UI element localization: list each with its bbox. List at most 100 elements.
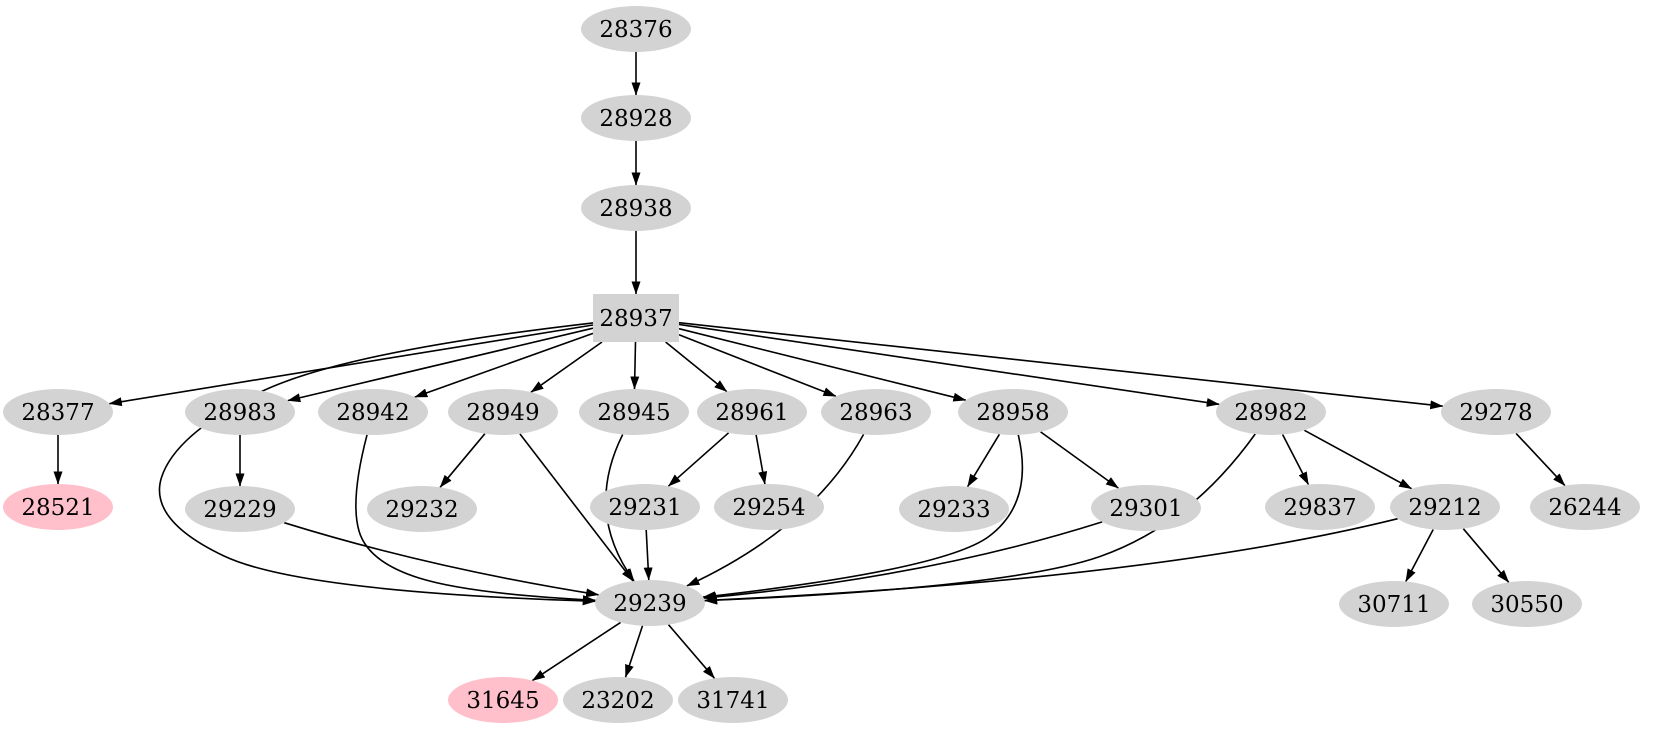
node-shape-29301 [1091, 485, 1201, 531]
node-label-30550: 30550 [1490, 592, 1563, 618]
node-30711: 30711 [1339, 581, 1449, 627]
node-label-28949: 28949 [466, 400, 539, 426]
edge-28937-29239 [158, 322, 596, 606]
node-28983: 28983 [185, 389, 295, 435]
edge-28949-29232 [439, 433, 486, 488]
node-shape-28958 [958, 389, 1068, 435]
edge-28961-29254 [755, 434, 768, 485]
node-label-29254: 29254 [732, 495, 805, 521]
node-shape-29233 [899, 486, 1009, 532]
node-shape-29239 [595, 580, 705, 626]
node-label-28961: 28961 [715, 400, 788, 426]
node-shape-30711 [1339, 581, 1449, 627]
node-shape-26244 [1530, 484, 1640, 530]
node-label-29232: 29232 [385, 497, 458, 523]
node-29233: 29233 [899, 486, 1009, 532]
node-shape-28938 [581, 185, 691, 231]
node-shape-30550 [1472, 581, 1582, 627]
edge-29231-29239 [643, 529, 653, 581]
node-shape-31645 [448, 677, 558, 723]
edge-29278-26244 [1515, 432, 1566, 487]
node-layer: 28376 28928 28938 28937 28377 28983 28942 28949… [3, 6, 1640, 723]
node-shape-29254 [714, 484, 824, 530]
node-28928: 28928 [581, 95, 691, 141]
edge-28982-29212 [1304, 429, 1413, 490]
edge-29239-31645 [531, 621, 622, 682]
node-29278: 29278 [1441, 389, 1551, 435]
edge-28937-28949 [530, 341, 603, 393]
node-shape-29229 [185, 486, 295, 532]
node-label-28958: 28958 [976, 400, 1049, 426]
edge-28942-29239 [355, 434, 596, 605]
node-28982: 28982 [1216, 389, 1326, 435]
node-26244: 26244 [1530, 484, 1640, 530]
node-31741: 31741 [678, 677, 788, 723]
node-28949: 28949 [448, 389, 558, 435]
edge-28982-29837 [1281, 434, 1310, 485]
node-label-28377: 28377 [21, 400, 94, 426]
node-29229: 29229 [185, 486, 295, 532]
node-shape-29278 [1441, 389, 1551, 435]
node-label-28963: 28963 [839, 400, 912, 426]
edge-28937-28942 [414, 332, 594, 398]
node-29301: 29301 [1091, 485, 1201, 531]
node-label-29837: 29837 [1283, 495, 1356, 521]
edge-28937-28982 [678, 323, 1220, 407]
node-shape-28945 [579, 389, 689, 435]
node-28937: 28937 [593, 294, 679, 342]
node-shape-29212 [1390, 484, 1500, 530]
node-label-29239: 29239 [613, 591, 686, 617]
edge-28937-28377 [108, 324, 594, 407]
edge-29239-31741 [667, 624, 716, 679]
node-28376: 28376 [581, 6, 691, 52]
node-29837: 29837 [1265, 484, 1375, 530]
node-shape-29232 [367, 486, 477, 532]
node-30550: 30550 [1472, 581, 1582, 627]
node-shape-28942 [318, 389, 428, 435]
node-29212: 29212 [1390, 484, 1500, 530]
node-label-29233: 29233 [917, 497, 990, 523]
node-label-29229: 29229 [203, 497, 276, 523]
node-label-29301: 29301 [1109, 496, 1182, 522]
node-28961: 28961 [697, 389, 807, 435]
node-shape-28983 [185, 389, 295, 435]
edge-28937-28945 [630, 341, 640, 390]
node-29239: 29239 [595, 580, 705, 626]
node-28938: 28938 [581, 185, 691, 231]
node-28377: 28377 [3, 389, 113, 435]
node-shape-28377 [3, 389, 113, 435]
node-shape-28982 [1216, 389, 1326, 435]
node-shape-28928 [581, 95, 691, 141]
node-28521: 28521 [3, 484, 113, 530]
edge-28949-29239 [519, 433, 634, 582]
node-shape-23202 [563, 677, 673, 723]
edge-28958-29233 [966, 433, 1001, 488]
edge-29301-29239 [703, 521, 1103, 602]
edge-29212-29239 [704, 517, 1398, 605]
edge-28937-29278 [678, 321, 1444, 410]
node-label-26244: 26244 [1548, 495, 1621, 521]
node-28945: 28945 [579, 389, 689, 435]
node-label-31645: 31645 [466, 688, 539, 714]
edge-28958-29239 [702, 434, 1024, 601]
node-28958: 28958 [958, 389, 1068, 435]
node-23202: 23202 [563, 677, 673, 723]
node-label-28945: 28945 [597, 400, 670, 426]
node-shape-28937 [593, 294, 679, 342]
edge-29212-30711 [1405, 529, 1434, 582]
node-shape-29837 [1265, 484, 1375, 530]
node-label-30711: 30711 [1357, 592, 1430, 618]
node-29232: 29232 [367, 486, 477, 532]
node-label-28376: 28376 [599, 17, 672, 43]
node-label-31741: 31741 [696, 688, 769, 714]
node-label-28938: 28938 [599, 196, 672, 222]
edge-29229-29239 [283, 521, 600, 598]
node-29231: 29231 [590, 484, 700, 530]
edge-29212-30550 [1462, 528, 1510, 583]
edge-28937-28958 [678, 327, 967, 402]
node-shape-28521 [3, 484, 113, 530]
edge-28961-29231 [667, 432, 730, 487]
node-28942: 28942 [318, 389, 428, 435]
node-label-23202: 23202 [581, 688, 654, 714]
